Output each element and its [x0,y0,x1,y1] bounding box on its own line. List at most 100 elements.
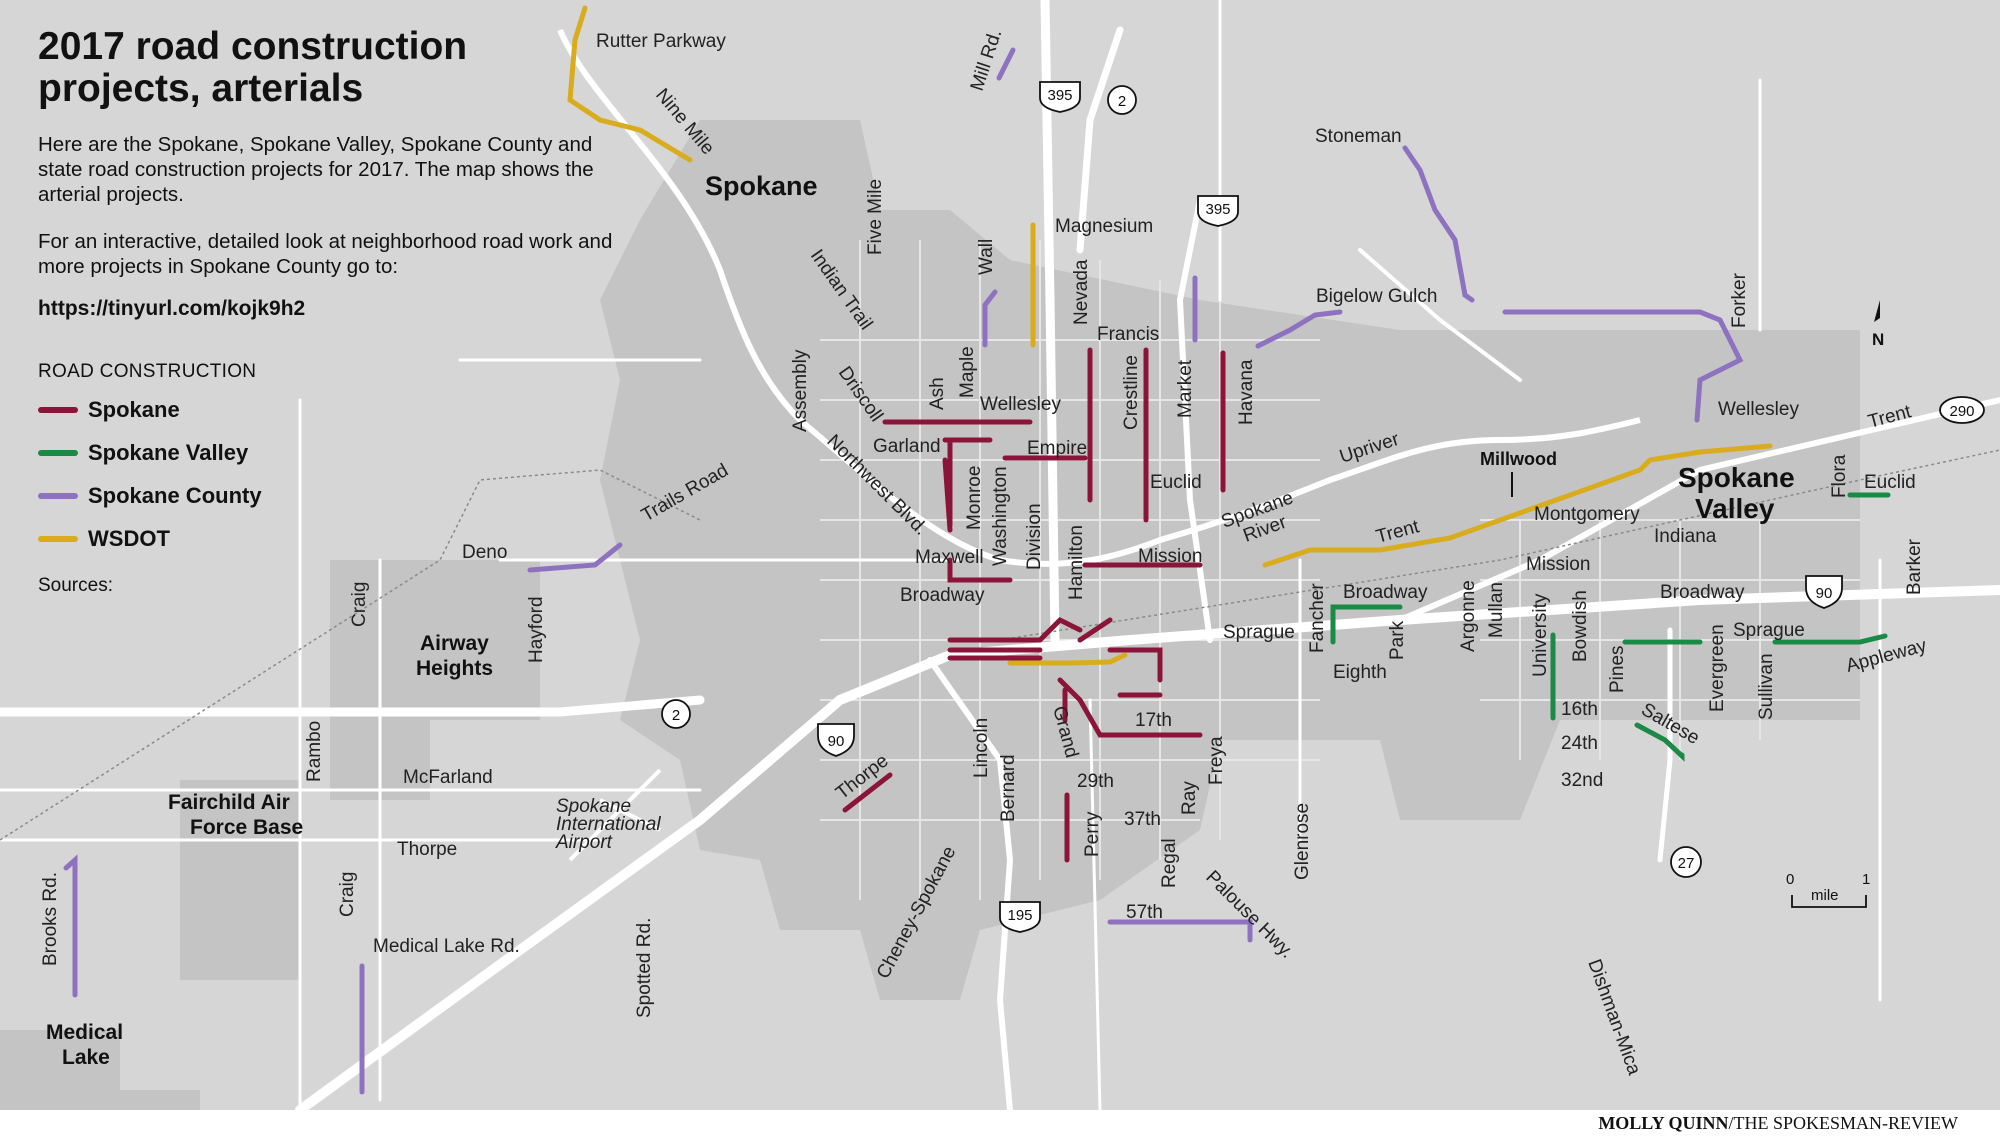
label-francis: Francis [1097,324,1159,345]
label-broadway-mid: Broadway [1343,582,1428,603]
legend-heading: ROAD CONSTRUCTION [38,361,257,382]
place-airport-1: Spokane [556,796,631,817]
label-montgomery: Montgomery [1534,504,1640,525]
credit-outlet: /THE SPOKESMAN-REVIEW [1728,1113,1959,1133]
i90-shield-b: 90 [1805,575,1843,609]
scale-unit: mile [1811,887,1839,904]
place-airport-2: International [556,814,661,835]
label-sixteenth: 16th [1561,699,1598,720]
label-bernard: Bernard [998,754,1019,822]
label-maple: Maple [957,346,978,398]
label-mission-east: Mission [1526,554,1590,575]
label-broadway: Broadway [900,585,985,606]
svg-text:290: 290 [1949,403,1974,420]
label-barker: Barker [1904,538,1925,595]
scale-zero: 0 [1786,871,1794,888]
legend-item-spokane-valley: Spokane Valley [38,437,628,469]
label-crestline: Crestline [1121,355,1142,430]
svg-text:195: 195 [1007,907,1032,924]
highway-shields: 395 2 395 290 90 2 90 27 [661,81,1985,933]
airport-runways [568,768,662,862]
legend-swatch-wsdot [38,536,78,542]
label-garland: Garland [873,436,941,457]
legend-label: Spokane County [88,483,262,508]
scale-bar: 0 1 mile [1786,871,1870,908]
label-empire: Empire [1027,438,1087,459]
label-regal: Regal [1159,838,1180,888]
north-label: N [1872,330,1884,349]
legend-label: WSDOT [88,526,170,551]
label-mullan: Mullan [1486,582,1507,638]
label-sprague: Sprague [1223,622,1295,643]
label-rutter: Rutter Parkway [596,31,726,52]
label-broadway-east: Broadway [1660,582,1745,603]
label-thirtyseventh: 37th [1124,809,1161,830]
label-wellesley: Wellesley [980,394,1061,415]
place-medical-2: Lake [62,1046,110,1069]
label-craig-south: Craig [337,872,358,917]
label-ash: Ash [927,377,948,410]
intro-text: Here are the Spokane, Spokane Valley, Sp… [38,133,594,206]
svg-text:395: 395 [1047,87,1072,104]
sr27-shield: 27 [1670,846,1702,878]
legend-item-spokane: Spokane [38,394,628,426]
place-spokane: Spokane [705,171,818,201]
label-perry: Perry [1082,811,1103,857]
label-mcfarland: McFarland [403,767,493,788]
label-bigelow: Bigelow Gulch [1316,286,1437,307]
place-valley-1: Spokane [1678,462,1795,493]
label-brooks: Brooks Rd. [40,872,61,966]
interactive-note: For an interactive, detailed look at nei… [38,230,613,278]
label-euclid-east: Euclid [1864,472,1916,493]
svg-text:2: 2 [1118,93,1126,110]
label-park: Park [1387,620,1408,660]
label-medical-lake-rd: Medical Lake Rd. [373,936,520,957]
label-eighth: Eighth [1333,662,1387,683]
label-craig: Craig [349,582,370,627]
label-wellesley-east: Wellesley [1718,399,1799,420]
place-airway-1: Airway [420,632,489,655]
place-medical-1: Medical [46,1021,123,1044]
i90-shield-a: 90 [817,723,855,757]
place-valley-2: Valley [1695,493,1775,524]
place-airway-2: Heights [416,657,493,680]
label-hamilton: Hamilton [1066,525,1087,600]
svg-text:90: 90 [828,733,845,750]
label-market: Market [1175,359,1196,418]
legend-item-spokane-county: Spokane County [38,480,628,512]
label-division: Division [1024,503,1045,570]
sr290-shield: 290 [1939,396,1985,424]
place-airport-3: Airport [555,832,613,853]
label-fancher: Fancher [1307,583,1328,653]
legend-label: Spokane Valley [88,440,249,465]
construction-valley [1330,492,1891,762]
sr2-shield-b: 2 [661,699,691,729]
label-thorpe: Thorpe [397,839,457,860]
place-fairchild-2: Force Base [190,816,303,839]
label-lincoln: Lincoln [971,718,992,778]
project-url-link[interactable]: https://tinyurl.com/kojk9h2 [38,297,306,320]
label-fiftyseventh: 57th [1126,902,1163,923]
label-glenrose: Glenrose [1292,803,1313,880]
credit-author: MOLLY QUINN [1598,1113,1729,1133]
label-spotted: Spotted Rd. [634,918,655,1018]
label-deno: Deno [462,542,507,563]
label-nevada: Nevada [1071,259,1092,325]
svg-text:90: 90 [1816,585,1833,602]
place-millwood: Millwood [1480,449,1557,469]
label-five-mile: Five Mile [865,179,886,255]
place-fairchild-1: Fairchild Air [168,791,290,814]
legend-item-wsdot: WSDOT [38,523,628,555]
label-assembly: Assembly [790,349,811,432]
label-pines: Pines [1607,645,1628,693]
label-havana: Havana [1236,359,1257,425]
label-ray: Ray [1179,781,1200,815]
label-thirtysecond: 32nd [1561,770,1603,791]
label-argonne: Argonne [1458,580,1479,652]
railroad [0,449,2000,841]
label-washington: Washington [990,466,1011,566]
svg-text:395: 395 [1205,201,1230,218]
label-freya: Freya [1206,736,1227,785]
spokane-river [557,28,1641,567]
legend-swatch-spokane [38,407,78,413]
